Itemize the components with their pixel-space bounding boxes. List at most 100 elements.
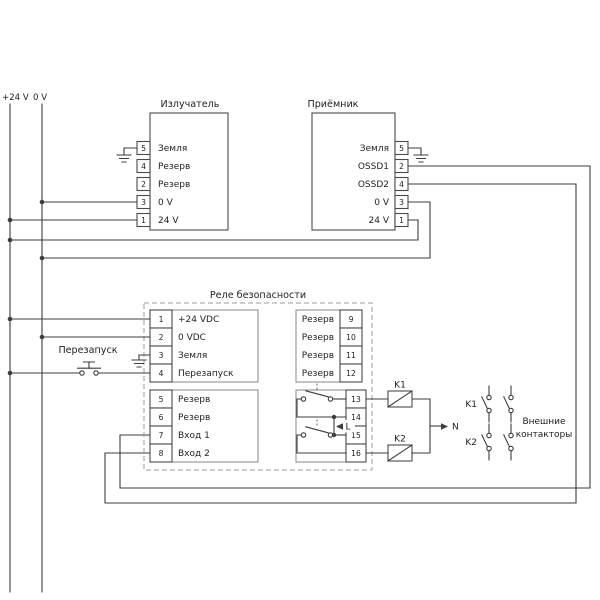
contact-pole — [508, 432, 514, 439]
contactor-coils: K1 K2 N — [365, 381, 459, 462]
external-k1-label: K1 — [465, 400, 477, 410]
terminal-number: 16 — [351, 449, 361, 458]
power-rails: +24 V 0 V — [2, 93, 47, 593]
junction-dot — [331, 432, 337, 438]
contact-pole — [486, 394, 492, 401]
terminal-number: 8 — [159, 449, 164, 458]
terminal-number: 14 — [351, 413, 361, 422]
junction-dot — [39, 334, 45, 340]
contact-blade — [503, 434, 511, 448]
coil-k2-diagonal — [387, 444, 413, 462]
pin-number: 3 — [141, 198, 146, 207]
relay-group-upper-right: Резерв Резерв Резерв Резерв 9 10 11 12 — [295, 309, 363, 383]
terminal-label: Резерв — [178, 413, 210, 423]
terminal-label: 0 VDC — [178, 333, 206, 343]
pin-box — [136, 158, 151, 174]
l-arrow-icon — [336, 423, 343, 430]
junction-dot — [39, 199, 45, 205]
pin-label: OSSD2 — [358, 180, 389, 190]
wire-ossd1-to-input1 — [119, 165, 591, 489]
terminal-label: Резерв — [302, 315, 334, 325]
external-caption-line2: контакторы — [516, 430, 573, 440]
rail-zero-label: 0 V — [33, 93, 47, 103]
pin-number: 1 — [399, 216, 404, 225]
contact-blade — [481, 434, 489, 448]
external-contactors: K1 K2 Внешние контакторы — [465, 385, 573, 461]
contact-blade — [481, 396, 489, 410]
terminal-number: 2 — [159, 333, 164, 342]
junction-dot — [7, 370, 13, 376]
terminal-number: 7 — [159, 431, 164, 440]
terminal-label: Вход 2 — [178, 449, 210, 459]
contact-pole — [300, 396, 307, 402]
terminal-label: +24 VDC — [178, 315, 219, 325]
safety-relay-block: Реле безопасности 1 2 3 4 +24 VDC 0 VDC … — [143, 290, 373, 471]
pin-label: 24 V — [158, 216, 179, 226]
no-contact-icon — [296, 383, 347, 418]
n-label: N — [452, 423, 459, 433]
emitter-block: Излучатель 5 4 2 3 1 Земля Резерв Резерв… — [9, 99, 229, 231]
coil-k1-diagonal — [387, 390, 413, 408]
relay-group-lower-left: 5 6 7 8 Резерв Резерв Вход 1 Вход 2 — [149, 389, 259, 463]
pin-number: 4 — [399, 180, 404, 189]
no-contact-icon — [296, 419, 347, 454]
junction-dot — [331, 414, 337, 420]
pin-label: Резерв — [158, 180, 190, 190]
receiver-block: Приёмник 5 2 4 3 1 Земля OSSD1 OSSD2 0 V… — [9, 99, 591, 504]
junction-dot — [7, 237, 13, 243]
receiver-title: Приёмник — [308, 99, 359, 110]
pin-number: 3 — [399, 198, 404, 207]
pin-number: 2 — [141, 180, 146, 189]
no-contact-icon — [481, 385, 492, 423]
contact-lead — [296, 398, 347, 418]
relay-group-lower-right: 13 14 15 16 — [295, 383, 367, 463]
contact-pole — [79, 370, 85, 376]
terminal-number: 15 — [351, 431, 361, 440]
l-label: L — [346, 423, 351, 433]
pin-label: 0 V — [374, 198, 390, 208]
terminal-number: 9 — [349, 315, 354, 324]
contact-lead — [296, 434, 347, 454]
terminal-number: 5 — [159, 395, 164, 404]
terminal-label: Резерв — [178, 395, 210, 405]
pin-label: 0 V — [158, 198, 174, 208]
terminal-number: 10 — [346, 333, 356, 342]
terminal-number: 13 — [351, 395, 361, 404]
terminal-box — [339, 363, 363, 383]
contact-pole — [508, 445, 514, 452]
terminal-label: Земля — [178, 351, 207, 361]
terminal-number: 3 — [159, 351, 164, 360]
label-mask — [344, 420, 355, 433]
terminal-number: 11 — [346, 351, 356, 360]
no-contact-icon — [481, 423, 492, 461]
terminal-label: Резерв — [302, 333, 334, 343]
contact-pole — [508, 407, 514, 414]
pin-number: 4 — [141, 162, 146, 171]
terminal-number: 12 — [346, 369, 356, 378]
external-caption-line1: Внешние — [522, 417, 566, 427]
coil-k1-label: K1 — [394, 381, 406, 391]
contact-pole — [327, 396, 334, 402]
pin-number: 2 — [399, 162, 404, 171]
line-supply-tap: L — [331, 414, 355, 438]
contact-pole — [300, 432, 307, 438]
restart-label: Перезапуск — [58, 345, 117, 356]
wire-receiver-24v — [9, 219, 419, 241]
contact-blade — [305, 390, 329, 398]
restart-button: Перезапуск — [9, 345, 151, 376]
contact-pole — [486, 407, 492, 414]
contact-blade — [305, 426, 329, 434]
pin-label: OSSD1 — [358, 162, 389, 172]
no-contact-icon — [503, 423, 514, 461]
wire-receiver-0v — [41, 201, 431, 259]
relay-supply-wiring — [9, 318, 151, 368]
ground-icon — [407, 147, 429, 163]
pin-number: 5 — [399, 144, 404, 153]
wire-coils-to-neutral — [411, 398, 431, 454]
n-arrow-icon — [441, 423, 448, 430]
relay-group-upper-left: 1 2 3 4 +24 VDC 0 VDC Земля Перезапуск — [149, 309, 259, 383]
ground-icon — [131, 354, 151, 368]
pin-number: 5 — [141, 144, 146, 153]
